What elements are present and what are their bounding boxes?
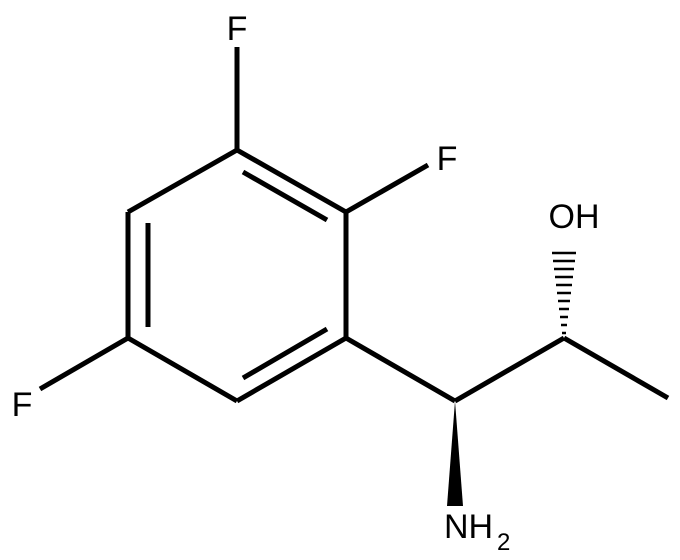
bond-chiral-c1-to-c2 <box>453 335 566 404</box>
fluorine-right-label: F <box>437 140 458 178</box>
ring-bond-c6-c1 <box>126 147 239 215</box>
benzene-ring <box>125 147 349 404</box>
hashed-bond-hydroxyl <box>552 251 576 335</box>
ring-double-bond-c1-c2 <box>241 169 329 223</box>
ring-double-bond-c3-c4 <box>241 326 329 381</box>
hydroxyl-label: OH <box>549 198 600 236</box>
fluorine-top-label: F <box>227 10 248 48</box>
bond-c5-f-left <box>38 335 130 392</box>
bond-ring-to-chiral-c1 <box>344 335 457 404</box>
wedge-bond-amine <box>447 401 463 506</box>
fluorine-left-label: F <box>12 386 33 424</box>
bond-c2-f-right <box>344 162 430 215</box>
bond-c2-to-methyl <box>562 335 670 401</box>
ring-bond-c1-c2 <box>235 147 348 215</box>
ring-bond-c3-c4 <box>235 335 348 404</box>
amine-label: NH <box>444 508 493 546</box>
amine-subscript: 2 <box>497 529 510 556</box>
ring-bond-c4-c5 <box>126 335 239 404</box>
